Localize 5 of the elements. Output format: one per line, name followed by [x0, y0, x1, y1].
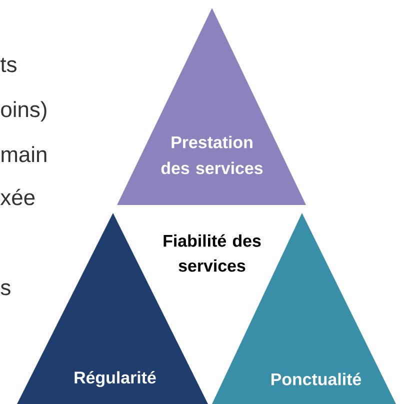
text-fragment: oins)	[1, 101, 46, 122]
triangle: Prestation des services	[117, 8, 306, 205]
text-fragment: ts	[0, 58, 16, 72]
text-fragment: main	[2, 146, 46, 162]
text-fragment: xée	[0, 188, 35, 206]
